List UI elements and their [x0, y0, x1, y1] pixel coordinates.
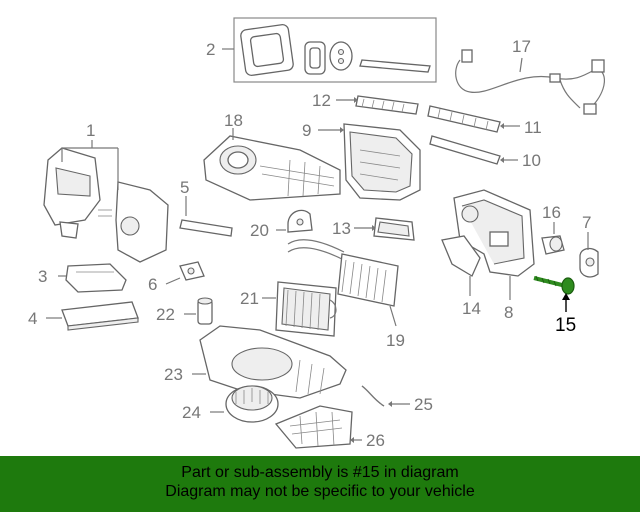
part-26-plate — [274, 405, 362, 449]
part-10-door — [429, 135, 518, 165]
label-part-13: 13 — [332, 219, 351, 238]
label-part-8: 8 — [504, 303, 513, 322]
label-part-16: 16 — [542, 203, 561, 222]
part-15-highlighted-screw — [533, 275, 575, 312]
banner-line-2: Diagram may not be specific to your vehi… — [165, 483, 475, 500]
info-banner: Part or sub-assembly is #15 in diagram D… — [0, 456, 640, 512]
part-5-filter — [179, 196, 233, 237]
part-14-panel — [441, 235, 481, 296]
part-22-valve — [184, 297, 213, 325]
label-part-21: 21 — [240, 289, 259, 308]
part-4-cabin-filter — [46, 301, 139, 331]
label-part-18: 18 — [224, 111, 243, 130]
banner-line-1: Part or sub-assembly is #15 in diagram — [181, 464, 459, 481]
part-7-actuator — [579, 232, 599, 278]
label-part-10: 10 — [522, 151, 541, 170]
label-part-2: 2 — [206, 40, 215, 59]
part-25-hose — [361, 385, 410, 407]
part-18-case — [203, 128, 341, 201]
part-20-bracket — [276, 209, 313, 233]
part-11-door — [427, 105, 520, 133]
label-part-7: 7 — [582, 213, 591, 232]
label-part-4: 4 — [28, 309, 37, 328]
label-part-15-highlighted: 15 — [555, 315, 576, 336]
label-part-19: 19 — [386, 331, 405, 350]
part-23-blower-case — [192, 325, 347, 399]
label-part-23: 23 — [164, 365, 183, 384]
label-part-24: 24 — [182, 403, 201, 422]
label-part-11: 11 — [524, 118, 542, 137]
label-part-9: 9 — [302, 121, 311, 140]
parts-diagram: 1 2 3 4 5 6 7 8 9 10 11 12 13 14 15 16 1… — [28, 17, 605, 450]
label-part-20: 20 — [250, 221, 269, 240]
part-21-evaporator — [262, 281, 337, 337]
part-17-wiring-harness — [455, 49, 605, 115]
label-part-5: 5 — [180, 178, 189, 197]
part-16-actuator — [541, 222, 565, 255]
label-part-14: 14 — [462, 299, 481, 318]
label-part-26: 26 — [366, 431, 385, 450]
label-part-25: 25 — [414, 395, 433, 414]
label-part-1: 1 — [86, 121, 95, 140]
part-6-sensor — [165, 261, 205, 285]
label-part-12: 12 — [312, 91, 331, 110]
part-9-case — [318, 123, 421, 201]
part-8-case — [453, 189, 535, 300]
label-part-6: 6 — [148, 275, 157, 294]
part-1-case-assembly — [43, 140, 169, 263]
label-part-17: 17 — [512, 37, 531, 56]
label-part-3: 3 — [38, 267, 47, 286]
label-part-22: 22 — [156, 305, 175, 324]
part-13-duct — [354, 217, 415, 241]
part-12-door — [336, 95, 419, 115]
part-19-heater-core — [287, 239, 399, 327]
part-3-cover — [58, 263, 127, 293]
part-2-seal-kit — [222, 17, 437, 83]
part-24-blower-motor — [210, 385, 279, 423]
